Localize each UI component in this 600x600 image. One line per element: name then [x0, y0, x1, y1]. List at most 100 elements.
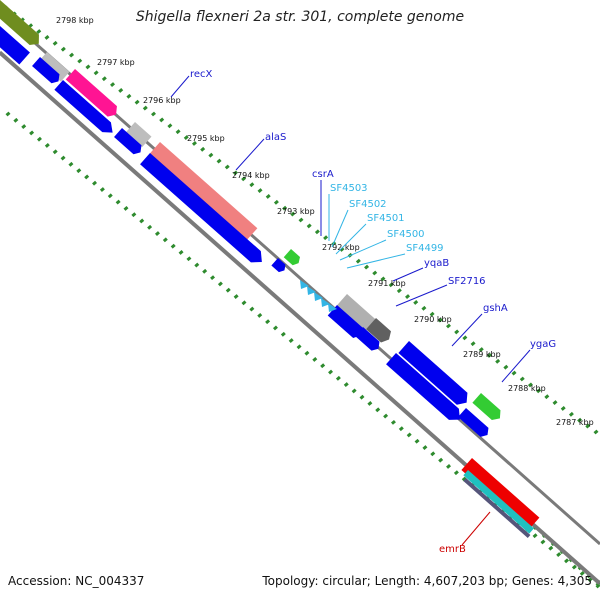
tick-mark [527, 382, 533, 388]
gene-feature[interactable] [32, 57, 60, 84]
tick-mark [372, 270, 378, 276]
kbp-label: 2794 kbp [232, 171, 270, 180]
gene-feature[interactable] [0, 26, 30, 65]
tick-mark [126, 93, 132, 99]
gene-feature[interactable] [283, 249, 300, 266]
tick-mark [339, 247, 345, 252]
tick-mark [44, 143, 50, 148]
gene-feature[interactable] [140, 153, 262, 263]
tick-mark [134, 99, 140, 105]
gene-label[interactable]: SF4500 [387, 229, 425, 240]
tick-mark [167, 123, 173, 129]
tick-mark [290, 211, 296, 217]
tick-mark [288, 338, 294, 343]
tick-mark [76, 168, 82, 174]
tick-mark [36, 136, 42, 142]
gene-feature[interactable] [321, 298, 330, 307]
tick-mark [186, 256, 192, 262]
gene-feature[interactable] [463, 478, 531, 539]
tick-mark [438, 457, 444, 463]
tick-mark [429, 311, 435, 317]
tick-mark [282, 205, 288, 211]
gene-label[interactable]: alaS [265, 132, 286, 143]
gene-feature[interactable] [472, 393, 501, 420]
tick-mark [585, 423, 591, 429]
kbp-label: 2796 kbp [143, 96, 181, 105]
gene-label[interactable]: ygaG [530, 339, 556, 350]
tick-mark [453, 470, 459, 476]
genome-title: Shigella flexneri 2a str. 301, complete … [135, 9, 465, 25]
gene-label[interactable]: emrB [439, 544, 466, 555]
gene-label[interactable]: SF4502 [349, 199, 387, 210]
tick-mark [540, 539, 546, 545]
gene-feature[interactable] [328, 303, 337, 312]
gene-feature[interactable] [0, 0, 39, 45]
gene-feature[interactable] [149, 142, 258, 241]
gene-label[interactable]: yqaB [424, 258, 449, 269]
gene-feature[interactable] [314, 292, 323, 301]
gene-feature[interactable] [114, 128, 142, 155]
gene-label[interactable]: gshA [483, 303, 508, 314]
accession-label: Accession: NC_004337 [8, 574, 145, 588]
tick-mark [375, 407, 381, 413]
gene-label[interactable]: SF4499 [406, 243, 444, 254]
tick-mark [99, 187, 105, 192]
tick-mark [257, 312, 263, 318]
tick-mark [170, 243, 176, 249]
gene-label-leader [339, 239, 387, 261]
gene-feature[interactable] [54, 80, 113, 133]
kbp-label: 2787 kbp [556, 418, 594, 427]
tick-mark [532, 533, 538, 539]
tick-mark [298, 217, 304, 223]
gene-feature[interactable] [398, 341, 468, 405]
kbp-label: 2798 kbp [56, 16, 94, 25]
gene-feature[interactable] [327, 305, 363, 339]
gene-label[interactable]: recX [190, 69, 213, 80]
gene-label-leader [335, 223, 367, 255]
gene-label[interactable]: SF4503 [330, 183, 368, 194]
tick-mark [398, 426, 404, 432]
tick-mark [123, 205, 129, 211]
gene-feature[interactable] [65, 69, 117, 117]
tick-mark [115, 199, 121, 205]
gene-feature[interactable] [300, 280, 309, 289]
tick-mark [93, 70, 99, 76]
gene-feature[interactable] [386, 353, 460, 420]
gene-label[interactable]: SF4501 [367, 213, 405, 224]
gene-label[interactable]: SF2716 [448, 276, 486, 287]
tick-mark [421, 305, 427, 311]
gene-feature[interactable] [461, 458, 540, 530]
tick-mark [233, 294, 239, 299]
tick-mark [304, 350, 310, 356]
tick-mark [430, 451, 436, 457]
gene-feature[interactable] [463, 470, 534, 534]
tick-mark [383, 413, 389, 419]
tick-mark [335, 375, 341, 381]
gene-label-leader [331, 209, 349, 248]
tick-mark [139, 218, 145, 224]
gene-label[interactable]: csrA [312, 169, 334, 180]
tick-mark [478, 347, 484, 352]
gene-feature[interactable] [366, 318, 391, 343]
gene-feature[interactable] [38, 52, 70, 82]
tick-mark [92, 180, 98, 186]
tick-mark [77, 58, 83, 64]
gene-feature[interactable] [355, 327, 380, 351]
gene-feature[interactable] [307, 286, 316, 295]
tick-mark [593, 429, 599, 435]
tick-mark [52, 40, 58, 46]
tick-mark [564, 558, 570, 564]
gene-feature[interactable] [271, 258, 286, 273]
kbp-label: 2788 kbp [508, 384, 546, 393]
genome-summary: Topology: circular; Length: 4,607,203 bp… [262, 574, 592, 588]
gene-feature[interactable] [337, 294, 376, 331]
tick-mark [511, 370, 517, 376]
tick-mark [210, 275, 216, 281]
gene-label-leader [501, 349, 531, 383]
gene-feature[interactable] [458, 408, 489, 437]
tick-mark [272, 325, 278, 331]
gene-feature[interactable] [125, 122, 152, 148]
gene-label-leader [392, 267, 424, 282]
tick-mark [36, 29, 42, 34]
